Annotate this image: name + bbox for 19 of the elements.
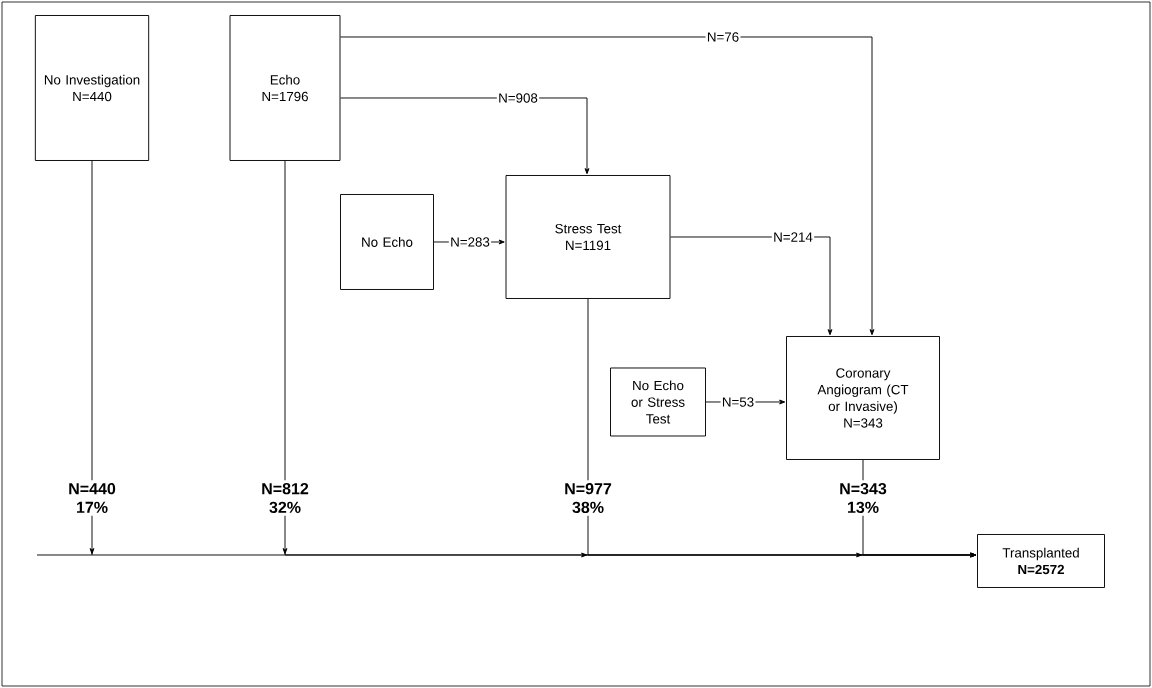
arrow [340, 36, 875, 336]
process-box: Stress Test N=1191 [505, 175, 671, 299]
timeline-line [36, 554, 93, 556]
edge-label: N=76 [705, 30, 741, 44]
process-box: Echo N=1796 [229, 15, 341, 161]
arrow [340, 97, 590, 175]
edge-label: N=812 32% [253, 480, 317, 516]
process-box: No Echo [340, 194, 434, 290]
edge-label: N=440 17% [60, 480, 124, 516]
process-box: Coronary Angiogram (CT or Invasive) N=343 [786, 336, 940, 460]
process-box: No Investigation N=440 [34, 15, 150, 161]
edge-label: N=283 [448, 235, 492, 249]
edge-label: N=53 [720, 395, 756, 409]
process-box: Transplanted N=2572 [977, 534, 1105, 588]
edge-label: N=908 [496, 91, 540, 105]
edge-label: N=343 13% [831, 480, 895, 516]
process-box: No Echo or Stress Test [610, 367, 706, 437]
edge-label: N=214 [771, 231, 815, 243]
edge-label: N=977 38% [556, 480, 620, 516]
